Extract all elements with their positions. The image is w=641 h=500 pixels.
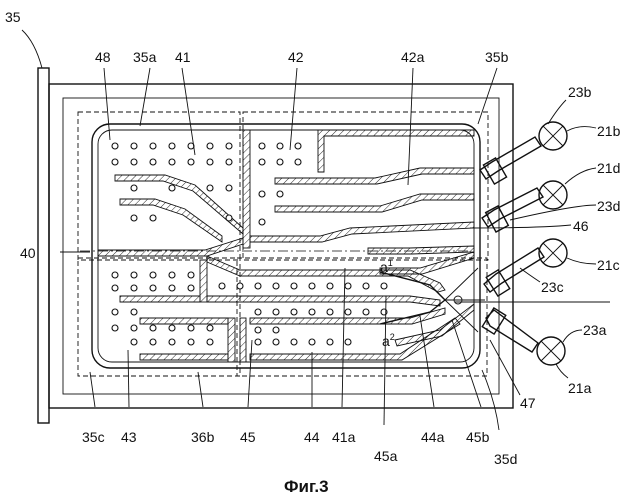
- label-23d: 23d: [597, 198, 620, 214]
- label-45b: 45b: [466, 429, 490, 445]
- nozzle-21b: [480, 122, 567, 184]
- label-23b: 23b: [568, 84, 592, 100]
- label-43: 43: [121, 429, 137, 445]
- leader-lines: [22, 30, 596, 430]
- divider-bottom-b: [228, 318, 235, 362]
- label-44: 44: [304, 429, 320, 445]
- label-23c: 23c: [541, 279, 564, 295]
- label-35b: 35b: [485, 49, 509, 65]
- nozzle-21a: [482, 308, 565, 365]
- label-48: 48: [95, 49, 111, 65]
- label-21d: 21d: [597, 160, 620, 176]
- label-35c: 35c: [82, 429, 105, 445]
- label-36b: 36b: [191, 429, 215, 445]
- label-41: 41: [175, 49, 191, 65]
- divider-bottom-c: [240, 318, 246, 362]
- label-47: 47: [520, 395, 536, 411]
- label-42: 42: [288, 49, 304, 65]
- label-41a: 41a: [332, 429, 356, 445]
- label-45: 45: [240, 429, 256, 445]
- figure-caption: Фиг.3: [284, 477, 329, 496]
- label-44a: 44a: [421, 429, 445, 445]
- label-46: 46: [573, 218, 589, 234]
- label-35: 35: [5, 9, 21, 25]
- inner-housing: [63, 98, 499, 394]
- label-21b: 21b: [597, 123, 621, 139]
- label-35d: 35d: [494, 451, 517, 467]
- divider-top: [243, 130, 250, 248]
- label-21a: 21a: [568, 380, 592, 396]
- fins-upper-right: [250, 130, 474, 254]
- label-42a: 42a: [401, 49, 425, 65]
- label-40: 40: [20, 245, 36, 261]
- mounting-plate: [38, 68, 49, 423]
- label-23a: 23a: [583, 322, 607, 338]
- label-a2: a2: [382, 332, 395, 349]
- perforations-region-43: [112, 272, 213, 345]
- label-45a: 45a: [374, 448, 398, 464]
- nozzle-21d: [482, 181, 567, 232]
- label-21c: 21c: [597, 257, 620, 273]
- label-35a: 35a: [133, 49, 157, 65]
- divider-bottom-a: [200, 260, 207, 302]
